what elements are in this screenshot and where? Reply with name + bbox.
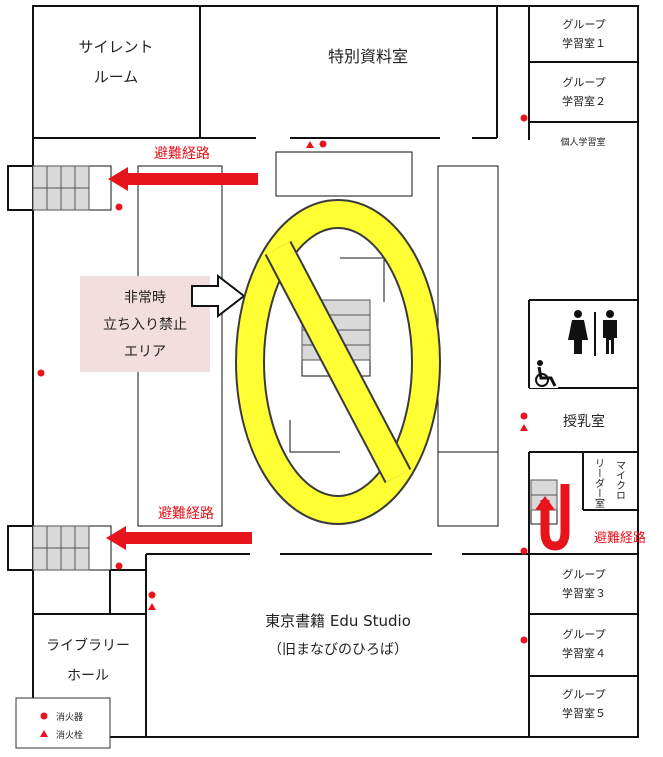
- extinguisher-icon: [115, 203, 123, 211]
- room-group-1: グループ 学習室１: [562, 17, 606, 50]
- group5-label-line2: 学習室５: [562, 706, 606, 720]
- silent-room-label-line1: サイレント: [78, 38, 153, 56]
- special-materials-room-label: 特別資料室: [328, 47, 408, 66]
- legend-extinguisher-icon: [40, 712, 48, 720]
- group1-label-line2: 学習室１: [562, 36, 606, 50]
- legend-hydrant-icon: [40, 730, 48, 737]
- group5-label-line1: グループ: [562, 687, 605, 701]
- legend-hydrant-label: 消火栓: [56, 729, 83, 741]
- hydrant-icon: [306, 141, 314, 148]
- evacuation-arrow-right: 避難経路: [535, 484, 646, 551]
- edu-studio-label-line2: （旧まなびのひろば）: [268, 642, 408, 658]
- room-library-hall: ライブラリー ホール: [46, 637, 130, 684]
- restricted-line3: エリア: [124, 344, 166, 360]
- fire-hydrant-markers: [148, 141, 528, 610]
- extinguisher-icon: [520, 412, 528, 420]
- evacuation-arrow-lower: 避難経路: [106, 506, 252, 550]
- group3-label-line1: グループ: [562, 567, 605, 581]
- room-group-2: グループ 学習室２: [562, 75, 606, 108]
- room-group-3: グループ 学習室３: [562, 567, 606, 600]
- restricted-area-notice: 非常時 立ち入り禁止 エリア: [80, 276, 210, 372]
- private-study-room-label: 個人学習室: [560, 136, 605, 148]
- extinguisher-icon: [520, 636, 528, 644]
- legend: 消火器 消火栓: [15, 697, 111, 749]
- extinguisher-icon: [520, 114, 528, 122]
- library-hall-label-line1: ライブラリー: [46, 637, 130, 654]
- micro-reader-label-line1: マイクロ: [614, 460, 626, 500]
- wheelchair-icon: [530, 358, 558, 388]
- evacuation-arrow-upper: 避難経路: [108, 146, 258, 191]
- evacuation-label-right: 避難経路: [594, 530, 646, 546]
- group4-label-line1: グループ: [562, 627, 605, 641]
- group3-label-line2: 学習室３: [562, 586, 606, 600]
- room-edu-studio: 東京書籍 Edu Studio （旧まなびのひろば）: [265, 612, 411, 658]
- fire-extinguisher-markers: [37, 114, 528, 644]
- group2-label-line1: グループ: [562, 75, 605, 89]
- stairs-lower-left: [7, 525, 112, 571]
- group2-label-line2: 学習室２: [562, 94, 606, 108]
- evacuation-label-upper: 避難経路: [154, 146, 210, 162]
- room-group-5: グループ 学習室５: [562, 687, 606, 720]
- stairs-upper-left: [7, 165, 112, 211]
- room-silent-room: サイレント ルーム: [78, 38, 153, 86]
- hydrant-icon: [520, 424, 528, 431]
- legend-extinguisher-label: 消火器: [56, 711, 83, 723]
- hydrant-icon: [148, 603, 156, 610]
- evacuation-label-lower: 避難経路: [158, 506, 214, 522]
- restricted-line1: 非常時: [124, 290, 166, 306]
- micro-reader-label-line2: リーダー室: [593, 458, 605, 508]
- group4-label-line2: 学習室４: [562, 646, 606, 660]
- extinguisher-icon: [319, 140, 327, 148]
- extinguisher-icon: [148, 591, 156, 599]
- edu-studio-label-line1: 東京書籍 Edu Studio: [265, 612, 411, 630]
- room-micro-reader: マイクロ リーダー室: [593, 458, 626, 508]
- extinguisher-icon: [115, 562, 123, 570]
- walls: [32, 5, 639, 738]
- prohibition-sign-icon: [235, 199, 441, 525]
- door-openings: [250, 136, 531, 556]
- room-group-4: グループ 学習室４: [562, 627, 606, 660]
- extinguisher-icon: [37, 369, 45, 377]
- silent-room-label-line2: ルーム: [94, 68, 139, 86]
- library-hall-label-line2: ホール: [67, 668, 109, 684]
- extinguisher-icon: [520, 547, 528, 555]
- group1-label-line1: グループ: [562, 17, 605, 31]
- pointer-arrow-icon: [191, 273, 246, 319]
- restroom-icon: [568, 310, 617, 356]
- nursing-room-label: 授乳室: [563, 413, 605, 430]
- restricted-line2: 立ち入り禁止: [103, 317, 187, 333]
